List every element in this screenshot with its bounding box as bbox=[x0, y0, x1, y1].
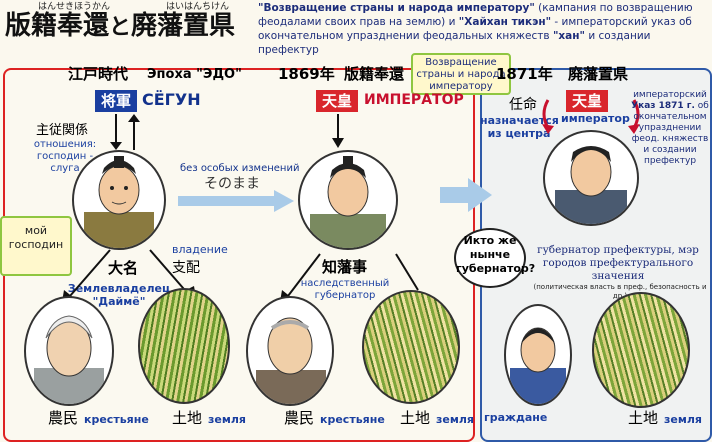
lord-portrait bbox=[72, 150, 166, 250]
decree-rest: об окончательном упразднении феод. княже… bbox=[631, 101, 709, 166]
era-edo-jp: 江戸時代 bbox=[68, 65, 129, 83]
land-ru-right: земля bbox=[664, 413, 702, 426]
title-and: と bbox=[109, 14, 132, 40]
land-ru-left: земля bbox=[208, 413, 246, 426]
lord-figure-icon bbox=[84, 156, 154, 248]
governor-figure-icon bbox=[310, 156, 386, 248]
year-1871: 1871年 bbox=[496, 65, 553, 83]
emperor-badge-middle: 天皇 bbox=[316, 90, 358, 112]
transition-arrow bbox=[440, 178, 492, 212]
shogun-label: СЁГУН bbox=[142, 90, 201, 109]
governor-jp: 知藩事 bbox=[322, 258, 368, 276]
control-ru: владение bbox=[172, 243, 228, 256]
no-change-arrow bbox=[178, 190, 294, 212]
event-hanseki: 版籍奉還 bbox=[344, 65, 405, 83]
title-haihan: 廃藩置県 bbox=[131, 11, 236, 41]
citizens-ru: граждане bbox=[484, 411, 548, 424]
governor-portrait bbox=[298, 150, 398, 250]
landowner-ru: Землевладелец "Даймё" bbox=[67, 282, 171, 308]
governor-note: (политическая власть в преф., безопаснос… bbox=[533, 283, 707, 300]
governor-desc: губернатор префектуры, мэр городов префе… bbox=[537, 244, 699, 282]
emperor-label-right: император bbox=[561, 112, 630, 125]
land-jp-middle: 土地 bbox=[400, 409, 431, 427]
decree-bold: Указ 1871 г. bbox=[631, 101, 695, 111]
field-right bbox=[592, 292, 690, 408]
field-middle bbox=[362, 290, 460, 404]
desc-rest2: - императорский указ об окончательном уп… bbox=[258, 16, 692, 42]
shogun-arrows bbox=[110, 114, 140, 150]
desc-term1: "Возвращение страны и народа императору" bbox=[258, 2, 535, 14]
year-1869: 1869年 bbox=[278, 65, 335, 83]
relation-jp: 主従関係 bbox=[36, 123, 89, 138]
land-ru-middle: земля bbox=[436, 413, 474, 426]
appoint-ru: назначается из центра bbox=[480, 114, 559, 140]
lord-jp: 大名 bbox=[108, 259, 139, 277]
era-edo-ru: Эпоха "ЭДО" bbox=[147, 67, 242, 82]
shogun-badge: 将軍 bbox=[95, 90, 137, 112]
title-hanseki: 版籍奉還 bbox=[5, 11, 110, 41]
prefect-portrait bbox=[543, 130, 639, 226]
bubble-my-lord: мой господин bbox=[0, 216, 72, 276]
ruby-haihan: はいはんちけん bbox=[166, 2, 230, 12]
event-hanseki-box: Возвращение страны и народа императору bbox=[411, 53, 511, 95]
relation-ru: отношения: господин - слуга bbox=[33, 139, 97, 174]
event-haihan: 廃藩置県 bbox=[568, 65, 629, 83]
desc-term2: "Хайхан тикэн" bbox=[458, 16, 552, 28]
control-jp: 支配 bbox=[172, 260, 200, 276]
no-change-jp: そのまま bbox=[204, 176, 260, 192]
land-jp-right: 土地 bbox=[628, 409, 659, 427]
governor-ru: наследственный губернатор bbox=[300, 278, 390, 301]
prefect-figure-icon bbox=[555, 146, 627, 224]
bubble-question: Икто же нынче губернатор? bbox=[454, 228, 535, 288]
no-change-ru: без особых изменений bbox=[180, 163, 300, 174]
desc-rest1: (кампания по возвращению феодалами своих… bbox=[258, 2, 693, 28]
emperor-down-arrow bbox=[332, 114, 344, 148]
emperor-right-arrows bbox=[542, 99, 640, 134]
peasant-portrait-left bbox=[24, 296, 114, 406]
citizen-figure-icon bbox=[510, 327, 566, 404]
old-peasant-icon bbox=[256, 317, 326, 404]
ruby-hanseki: はんせきほうかん bbox=[38, 2, 111, 12]
peasants-ru-middle: крестьяне bbox=[320, 413, 385, 426]
citizen-portrait bbox=[504, 304, 572, 406]
emperor-badge-right: 天皇 bbox=[566, 90, 608, 112]
decree-text: императорский Указ 1871 г. об окончатель… bbox=[630, 90, 710, 167]
emperor-label-middle: ИМПЕРАТОР bbox=[364, 92, 464, 108]
desc-rest3: и создании префектур bbox=[258, 30, 651, 56]
peasants-jp-left: 農民 bbox=[48, 409, 79, 427]
peasants-ru-left: крестьяне bbox=[84, 413, 149, 426]
land-jp-left: 土地 bbox=[172, 409, 203, 427]
desc-term3: "хан" bbox=[552, 30, 585, 42]
title-description: "Возвращение страны и народа императору"… bbox=[258, 1, 710, 57]
decree-pre: императорский bbox=[633, 90, 707, 100]
peasants-jp-middle: 農民 bbox=[284, 409, 315, 427]
field-left bbox=[138, 288, 230, 404]
peasant-portrait-middle bbox=[246, 296, 334, 406]
appoint-jp: 任命 bbox=[509, 97, 537, 113]
page-title: 版籍奉還と廃藩置県 bbox=[5, 11, 236, 42]
peasant-figure-icon bbox=[34, 315, 104, 404]
